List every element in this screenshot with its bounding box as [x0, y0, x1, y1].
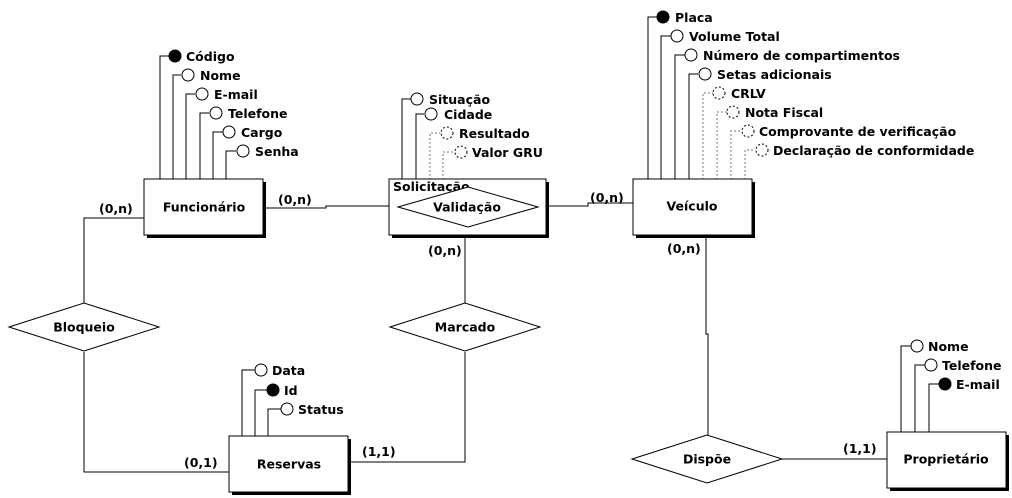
optional-attribute-marker	[741, 124, 755, 138]
relationship-label: Validação	[433, 200, 501, 215]
relationship-label: Dispõe	[683, 452, 731, 467]
relationship-dispoe: Dispõe	[630, 434, 784, 484]
reservas-attributes: Data Id Status	[254, 363, 344, 417]
attribute-label: Nome	[928, 339, 969, 354]
attribute-marker	[910, 339, 924, 353]
veiculo-attributes: Placa Volume Total Número de compartimen…	[656, 10, 974, 158]
connector-lines	[83, 202, 887, 473]
attribute-marker	[424, 107, 438, 121]
connector-funcionario-validacao	[264, 205, 398, 209]
entity-reservas: Reservas	[228, 435, 351, 495]
attribute-marker	[209, 106, 223, 120]
key-attribute-marker	[168, 49, 182, 63]
entity-label: Funcionário	[163, 200, 246, 215]
cardinality-label: (0,n)	[278, 192, 312, 207]
attribute-label: Id	[284, 383, 298, 398]
attribute-label: Senha	[255, 144, 299, 159]
attribute-marker	[254, 363, 268, 377]
optional-attribute-marker	[755, 143, 769, 157]
attribute-label: Cidade	[444, 107, 492, 122]
attribute-label: Telefone	[228, 106, 288, 121]
connector-veiculo-dispoe	[705, 236, 709, 435]
solicitacao-attributes: Situação Cidade Resultado Valor GRU	[410, 92, 543, 160]
attribute-label: Volume Total	[689, 29, 780, 44]
relationship-label: Bloqueio	[53, 320, 115, 335]
funcionario-attributes: Código Nome E-mail Telefone Cargo Senha	[168, 49, 299, 159]
attribute-marker	[698, 67, 712, 81]
cardinality-label: (0,n)	[428, 243, 462, 258]
attribute-label: Comprovante de verificação	[759, 124, 957, 139]
relationship-bloqueio: Bloqueio	[7, 302, 161, 352]
entity-label: Solicitação	[393, 179, 470, 194]
entity-solicitacao: Solicitação Validação	[388, 178, 549, 238]
key-attribute-marker	[938, 377, 952, 391]
attribute-label: Número de compartimentos	[703, 48, 900, 63]
attribute-marker	[195, 87, 209, 101]
attribute-label: Nome	[200, 68, 241, 83]
optional-attribute-marker	[440, 126, 454, 140]
proprietario-attributes: Nome Telefone E-mail	[910, 339, 1002, 392]
connector-marcado-reservas	[348, 352, 466, 463]
connector-validacao-veiculo	[538, 202, 633, 207]
attribute-label: Nota Fiscal	[745, 105, 823, 120]
entity-veiculo: Veículo	[632, 178, 755, 238]
attribute-marker	[236, 144, 250, 158]
cardinality-label: (0,n)	[667, 241, 701, 256]
attribute-label: Data	[272, 363, 305, 378]
cardinality-label: (1,1)	[362, 444, 396, 459]
relationship-validacao	[396, 186, 540, 228]
attribute-marker	[410, 92, 424, 106]
attribute-label: Valor GRU	[472, 145, 543, 160]
entity-proprietario: Proprietário	[886, 431, 1009, 491]
cardinality-label: (0,n)	[99, 201, 133, 216]
attribute-marker	[670, 29, 684, 43]
attribute-label: Status	[298, 402, 344, 417]
attribute-label: E-mail	[214, 87, 258, 102]
key-attribute-marker	[656, 10, 670, 24]
attribute-label: Resultado	[459, 126, 530, 141]
cardinality-label: (0,n)	[590, 190, 624, 205]
optional-attribute-marker	[454, 145, 468, 159]
entity-label: Proprietário	[903, 452, 989, 467]
entity-funcionario: Funcionário	[143, 178, 266, 238]
attribute-marker	[924, 358, 938, 372]
connector-funcionario-bloqueio	[83, 217, 145, 303]
attribute-marker	[280, 402, 294, 416]
connector-bloqueio-reservas	[83, 352, 230, 473]
attribute-label: Situação	[429, 92, 490, 107]
relationship-marcado: Marcado	[388, 302, 542, 352]
relationship-label: Marcado	[435, 320, 496, 335]
attribute-marker	[222, 125, 236, 139]
attribute-label: Código	[186, 49, 235, 64]
attribute-marker	[684, 48, 698, 62]
attribute-label: E-mail	[956, 377, 1000, 392]
entity-label: Veículo	[667, 199, 718, 214]
attribute-label: Telefone	[942, 358, 1002, 373]
cardinality-label: (0,1)	[184, 455, 218, 470]
cardinality-label: (1,1)	[843, 441, 877, 456]
cardinality-labels: (0,n) (0,n) (0,n) (0,n) (0,n) (0,1) (1,1…	[99, 190, 877, 470]
attribute-label: CRLV	[731, 86, 766, 101]
attribute-label: Setas adicionais	[717, 67, 832, 82]
attribute-marker	[181, 68, 195, 82]
optional-attribute-marker	[712, 86, 726, 100]
entity-label: Reservas	[257, 457, 321, 472]
attribute-label: Declaração de conformidade	[773, 143, 974, 158]
attribute-stems	[159, 16, 939, 436]
key-attribute-marker	[266, 383, 280, 397]
optional-attribute-marker	[726, 105, 740, 119]
attribute-label: Cargo	[241, 125, 283, 140]
attribute-label: Placa	[675, 10, 713, 25]
